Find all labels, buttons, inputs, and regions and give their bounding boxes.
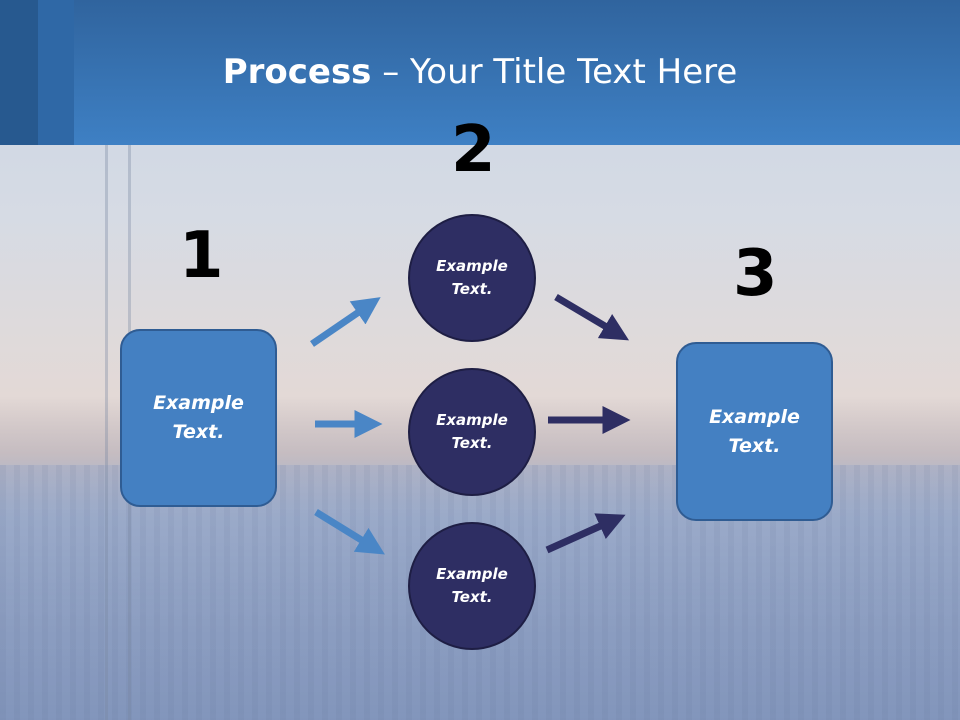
step-number-1: 1 [179,219,224,293]
step-number-3: 3 [733,237,778,311]
step2-circle-middle: Example Text. [408,368,536,496]
step2-circle-bottom: Example Text. [408,522,536,650]
step-number-2: 2 [451,113,496,187]
page-title: Process – Your Title Text Here [0,52,960,92]
step3-box: Example Text. [676,342,833,521]
step1-text: Example Text. [153,392,244,443]
title-rest: – Your Title Text Here [371,52,738,92]
title-bold: Process [222,52,372,92]
header-bar: Process – Your Title Text Here [0,0,960,145]
header-stripe [38,0,74,145]
step2-circle-text: Example Text. [436,411,508,452]
antenna-wire [105,145,108,720]
step2-circle-text: Example Text. [436,565,508,606]
step1-box: Example Text. [120,329,277,507]
step2-circle-text: Example Text. [436,257,508,298]
arrow-down-right-icon [554,293,630,341]
step2-circle-top: Example Text. [408,214,536,342]
arrow-up-right-icon [545,513,626,554]
arrow-up-right-icon [310,297,381,347]
arrow-down-right-icon [314,509,385,555]
header-stripe [0,0,38,145]
step3-text: Example Text. [709,405,800,457]
